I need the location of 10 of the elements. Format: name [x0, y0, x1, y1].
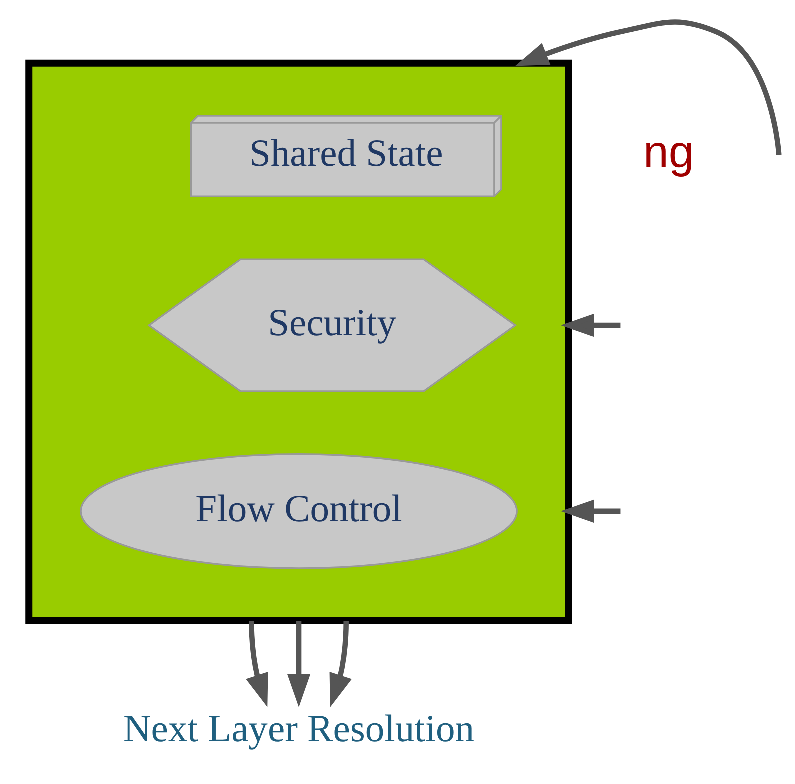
cluster	[26, 59, 572, 624]
arrow	[560, 499, 621, 523]
arrow	[287, 620, 311, 707]
arrow	[330, 620, 352, 707]
node-text: Next Layer Resolution	[123, 708, 475, 750]
node-ellipse: Flow Control	[80, 453, 518, 569]
arrow	[515, 19, 782, 155]
arrow	[560, 313, 621, 337]
arrow	[246, 620, 268, 707]
label: ng	[644, 126, 694, 177]
